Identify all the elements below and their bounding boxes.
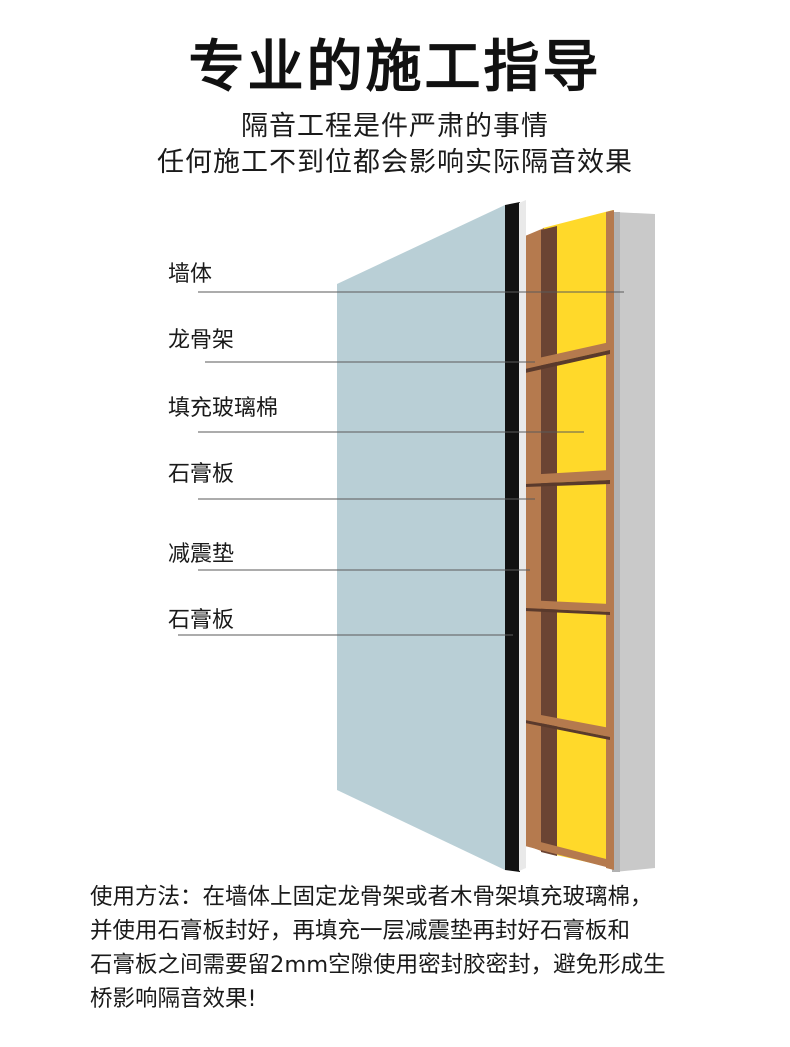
page-title: 专业的施工指导	[188, 35, 602, 100]
frame-cross-bar-shadows	[525, 350, 610, 740]
label-glass-wool: 填充玻璃棉	[168, 396, 279, 421]
subtitle-line-2: 任何施工不到位都会影响实际隔音效果	[157, 147, 633, 178]
subtitle-line-1: 隔音工程是件严肃的事情	[241, 111, 549, 142]
label-wall: 墙体	[168, 262, 213, 287]
leader-lines	[178, 291, 624, 636]
usage-line-3: 石膏板之间需要留2mm空隙使用密封胶密封，避免形成生	[90, 952, 666, 978]
wall-layer	[614, 212, 655, 872]
glass-wool-layer	[543, 210, 613, 868]
gypsum-board-front	[337, 205, 505, 870]
usage-line-4: 桥影响隔音效果!	[90, 986, 257, 1012]
damping-mat-layer	[505, 202, 520, 872]
label-gypsum-board-1: 石膏板	[168, 462, 235, 487]
damping-mat-edge	[519, 200, 526, 871]
label-keel-frame: 龙骨架	[168, 328, 235, 353]
frame-post-left	[525, 228, 544, 852]
usage-line-2: 并使用石膏板封好，再填充一层减震垫再封好石膏板和	[90, 918, 631, 944]
label-gypsum-board-2: 石膏板	[168, 608, 235, 633]
frame-cross-bars	[525, 342, 610, 868]
usage-instructions: 使用方法：在墙体上固定龙骨架或者木骨架填充玻璃棉， 并使用石膏板封好，再填充一层…	[90, 880, 730, 1016]
label-damping-mat: 减震垫	[168, 542, 235, 567]
frame-post-left-dark	[541, 226, 557, 856]
frame-post-right	[606, 210, 614, 870]
usage-line-1: 使用方法：在墙体上固定龙骨架或者木骨架填充玻璃棉，	[90, 884, 653, 910]
